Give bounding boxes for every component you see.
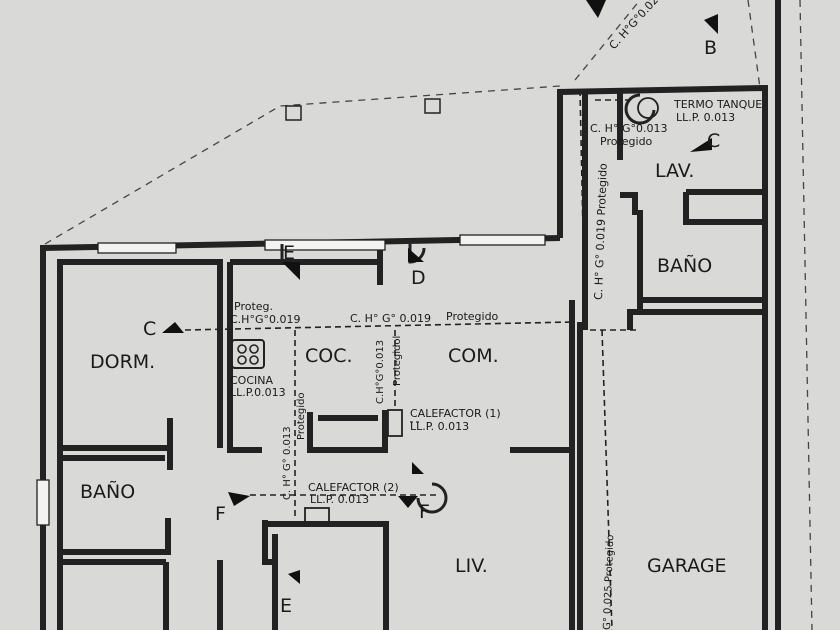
calefactor2-spec: LL.P. 0.013 — [310, 493, 369, 506]
pipe-termo-label: C. H° G°0.013 — [590, 122, 667, 135]
marker-b: B — [704, 37, 717, 59]
pipe-top-diag-label: C. H°G°0.025 — [607, 0, 666, 52]
calefactor1-spec: LL.P. 0.013 — [410, 420, 469, 433]
cocina-spec: LL.P.0.013 — [230, 386, 286, 399]
marker-e-top: E — [283, 242, 295, 264]
heater-1-icon — [387, 409, 403, 437]
pipe-coc-line-label: C.H°G°0.019 — [230, 313, 300, 326]
room-garage-label: GARAGE — [647, 555, 727, 577]
gas-piping — [184, 89, 640, 630]
marker-c-left: C — [143, 318, 156, 340]
marker-e-bottom: E — [280, 595, 292, 617]
marker-f-left: F — [215, 503, 226, 525]
property-boundary — [44, 0, 813, 630]
pipe-left-vertical-label: C. H° G° 0.013 — [282, 426, 293, 500]
calefactor1-title: CALEFACTOR (1) — [410, 407, 501, 420]
windows — [36, 234, 546, 526]
pipe-proteg-label: Proteg. — [234, 300, 273, 313]
marker-f-right: F — [419, 501, 430, 523]
appliances — [231, 97, 659, 523]
calefactor2-title: CALEFACTOR (2) — [308, 481, 399, 494]
pipe-main-prot-label: Protegido — [446, 310, 499, 323]
room-com-label: COM. — [448, 345, 499, 367]
stove-icon — [231, 339, 265, 369]
room-liv-label: LIV. — [455, 555, 488, 577]
pipe-riser-label: C. H° G° 0.019 Protegido — [592, 163, 610, 300]
termo-spec: LL.P. 0.013 — [676, 111, 735, 124]
pipe-coc-vertical-label: C.H°G°0.013 — [375, 340, 386, 404]
heater-2-icon — [304, 507, 330, 523]
marker-d: D — [411, 267, 426, 289]
pipe-left-vertical-prot-label: Protegido — [296, 392, 307, 440]
room-bano-left-label: BAÑO — [80, 480, 135, 503]
pipe-garage-label: G° 0.025 Protegido — [602, 535, 616, 630]
section-markers — [162, 0, 718, 584]
room-bano-right-label: BAÑO — [657, 254, 712, 277]
pipe-coc-vertical-prot-label: Protegidol — [392, 336, 403, 386]
room-coc-label: COC. — [305, 345, 353, 367]
termo-title: TERMO TANQUE — [673, 98, 762, 111]
pipe-main-label: C. H° G° 0.019 — [350, 312, 431, 325]
marker-c-right: C — [707, 130, 720, 152]
water-heater-icon — [637, 97, 659, 119]
pipe-termo-prot-label: Protegido — [600, 135, 653, 148]
interior-walls — [57, 88, 765, 630]
cocina-title: COCINA — [230, 374, 273, 387]
room-lav-label: LAV. — [655, 160, 694, 182]
room-dorm-label: DORM. — [90, 351, 155, 373]
